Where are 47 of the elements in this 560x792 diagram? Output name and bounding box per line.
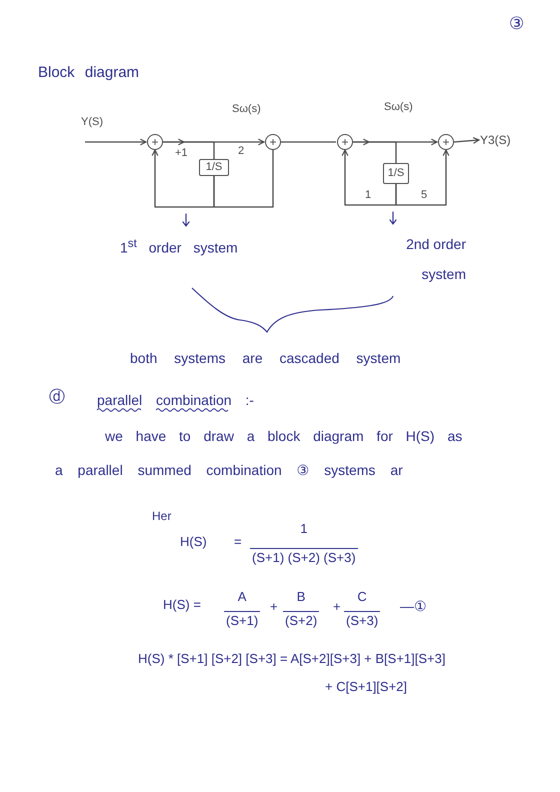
equation-term: H(S) =	[163, 597, 201, 613]
title: Block diagram	[38, 64, 140, 82]
note-text: we have to draw a block diagram for H(S) as	[105, 428, 462, 445]
equation-text: H(S) * [S+1] [S+2] [S+3] = A[S+2][S+3] + B[S+1][S+3]	[138, 651, 446, 667]
equation-text: + C[S+1][S+2]	[325, 679, 408, 695]
circled-letter: ⓓ	[49, 388, 65, 408]
connector-line	[353, 141, 397, 163]
system-caption: 1$^{st}$ order system	[120, 237, 238, 256]
equals-sign: =	[234, 534, 242, 550]
equation-term: H(S)	[180, 534, 207, 550]
plus-sign: +	[270, 599, 278, 615]
connector-line	[281, 141, 336, 143]
numerator: C	[357, 589, 367, 605]
plus-sign: +	[333, 599, 341, 615]
transfer-function-block: 1/S	[199, 159, 229, 176]
numerator: B	[296, 589, 306, 605]
denominator: (S+3)	[346, 613, 378, 629]
numerator: 1	[300, 521, 308, 537]
signal-label: Sω(s)	[232, 103, 261, 116]
arrow	[342, 149, 397, 206]
arrow	[395, 149, 450, 206]
denominator: (S+1) (S+2) (S+3)	[252, 550, 356, 566]
signal-label: Sω(s)	[384, 101, 413, 114]
connector-line	[163, 141, 215, 159]
connector-line	[213, 150, 274, 208]
page-number: ③	[509, 14, 524, 34]
system-caption: 2nd order system	[405, 235, 466, 284]
arrow	[85, 138, 147, 146]
section-heading: parallel combination :-	[97, 392, 254, 409]
edge-label: Y(S)	[80, 116, 104, 130]
note-text: both systems are cascaded system	[130, 350, 401, 367]
arrow	[454, 137, 480, 144]
note-text: a parallel summed combination ③ systems ar	[55, 462, 403, 479]
gain-label: 2	[238, 145, 244, 158]
arrow	[152, 149, 215, 208]
output-signal-label: Y3(S)	[480, 134, 511, 146]
note-text: Her	[152, 509, 172, 524]
equation-number: —①	[400, 598, 427, 615]
numerator: A	[238, 589, 246, 605]
transfer-function-block: 1/S	[383, 163, 409, 184]
denominator: (S+2)	[285, 613, 318, 629]
summing-junction: +	[147, 134, 163, 150]
denominator: (S+1)	[226, 613, 258, 629]
summing-junction: +	[265, 134, 281, 150]
gain-label: +1	[175, 147, 188, 160]
summing-junction: +	[337, 134, 353, 150]
summing-junction: +	[438, 134, 454, 150]
